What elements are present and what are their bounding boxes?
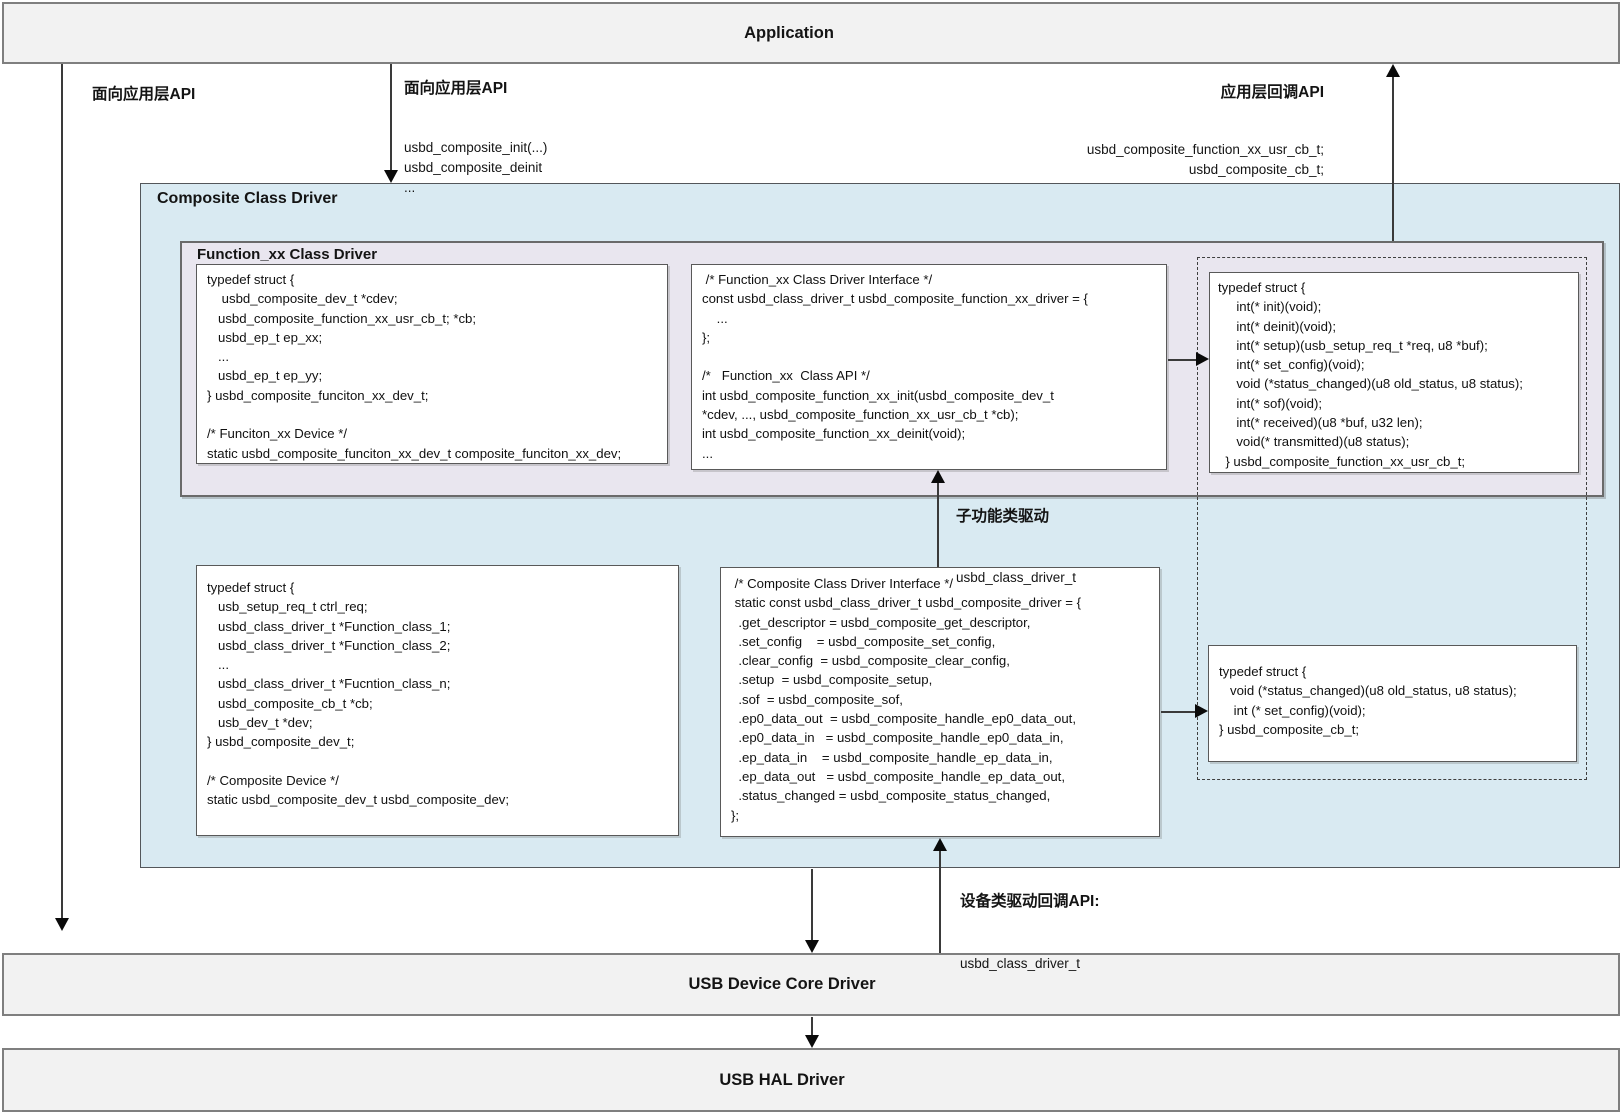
label-sub-function-driver-title: 子功能类驱动 [956,508,1050,525]
arrow-line-core-to-hal [811,1017,813,1035]
label-mid-app-api-lines: usbd_composite_init(...) usbd_composite_… [404,98,547,218]
arrow-head-core-to-compif [933,838,947,851]
arrow-line-funcif-to-usrcb [1168,359,1197,361]
codebox-composite-dev-struct: typedef struct { usb_setup_req_t ctrl_re… [196,565,679,836]
arrow-head-compif-to-cb [1195,704,1208,718]
arrow-line-core-to-compif [939,851,941,953]
codebox-composite-cb-struct: typedef struct { void (*status_changed)(… [1208,645,1577,762]
label-mid-app-api-title: 面向应用层API [404,80,508,97]
callback-structs-dashed-box [1197,257,1587,780]
codebox-function-driver-interface: /* Function_xx Class Driver Interface */… [691,264,1167,470]
usb-device-core-driver-bar: USB Device Core Driver [2,953,1620,1016]
arrow-line-app-to-composite [390,64,392,170]
label-sub-function-driver-type: usbd_class_driver_t [956,528,1076,608]
arrow-head-composite-to-core [805,940,819,953]
arrow-head-funcif-to-usrcb [1196,352,1209,366]
arrow-head-subdriver-up [931,470,945,483]
arrow-head-core-to-hal [805,1035,819,1048]
function-xx-class-driver-title: Function_xx Class Driver [197,246,378,263]
codebox-composite-dev-struct-text: typedef struct { usb_setup_req_t ctrl_re… [207,580,510,808]
label-device-callback-api-type-text: usbd_class_driver_t [960,956,1081,971]
label-left-app-api: 面向应用层API [92,86,196,103]
arrow-head-callback-to-app [1386,64,1400,77]
codebox-function-usr-cb-struct: typedef struct { int(* init)(void); int(… [1209,272,1579,473]
label-mid-app-api-lines-text: usbd_composite_init(...) usbd_composite_… [404,140,548,195]
codebox-function-dev-struct: typedef struct { usbd_composite_dev_t *c… [196,264,668,464]
composite-class-driver-title: Composite Class Driver [157,190,338,207]
codebox-composite-driver-interface: /* Composite Class Driver Interface */ s… [720,567,1160,837]
application-layer-bar: Application [2,2,1620,64]
label-callback-api-lines-text: usbd_composite_function_xx_usr_cb_t; usb… [1086,142,1324,177]
label-device-callback-api-type: usbd_class_driver_t [960,914,1080,994]
application-title: Application [744,23,834,42]
codebox-function-dev-struct-text: typedef struct { usbd_composite_dev_t *c… [207,272,622,461]
label-callback-api-title: 应用层回调API [1220,84,1324,101]
arrow-line-subdriver-up [937,483,939,567]
codebox-composite-driver-interface-text: /* Composite Class Driver Interface */ s… [731,576,1082,823]
arrow-line-callback-to-app [1392,77,1394,241]
codebox-function-usr-cb-struct-text: typedef struct { int(* init)(void); int(… [1218,280,1523,469]
usb-device-core-driver-title: USB Device Core Driver [688,975,876,993]
codebox-composite-cb-struct-text: typedef struct { void (*status_changed)(… [1219,664,1517,737]
arrow-line-composite-to-core [811,869,813,940]
label-callback-api-lines: usbd_composite_function_xx_usr_cb_t; usb… [1024,100,1324,200]
codebox-function-driver-interface-text: /* Function_xx Class Driver Interface */… [702,272,1088,461]
arrow-head-app-to-core [55,918,69,931]
usb-hal-driver-title: USB HAL Driver [719,1070,845,1089]
arrow-line-compif-to-cb [1161,711,1196,713]
label-device-callback-api-title: 设备类驱动回调API: [960,893,1100,910]
arrow-head-app-to-composite [384,170,398,183]
arrow-line-app-to-core [61,64,63,918]
usb-hal-driver-bar: USB HAL Driver [2,1048,1620,1112]
label-sub-function-driver-type-text: usbd_class_driver_t [956,570,1077,585]
